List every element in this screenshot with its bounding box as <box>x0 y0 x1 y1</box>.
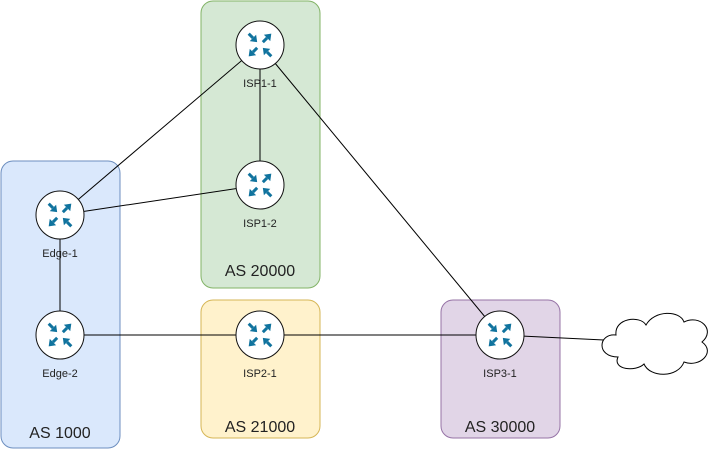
link-isp1-1-isp3-1 <box>259 44 501 336</box>
router-isp1-2[interactable]: ISP1-2 <box>235 160 285 230</box>
router-isp2-1[interactable]: ISP2-1 <box>235 310 285 380</box>
router-icon <box>475 310 525 360</box>
link-isp1-1-edge-1 <box>59 44 261 216</box>
link-edge-1-isp1-2 <box>59 184 261 216</box>
router-icon <box>235 310 285 360</box>
router-isp1-1[interactable]: ISP1-1 <box>235 20 285 90</box>
router-layer: ISP1-1 ISP1-2 Edge-1 Edge-2 ISP2-1 ISP3-… <box>35 20 525 380</box>
router-edge-1[interactable]: Edge-1 <box>35 190 85 260</box>
router-icon <box>35 310 85 360</box>
router-label: ISP3-1 <box>483 368 517 380</box>
link-layer <box>59 44 605 341</box>
router-icon <box>235 160 285 210</box>
router-edge-2[interactable]: Edge-2 <box>35 310 85 380</box>
router-icon <box>235 20 285 70</box>
cloud-icon <box>601 312 708 375</box>
as-1000-label: AS 1000 <box>29 425 90 442</box>
as-30000-label: AS 30000 <box>465 419 535 436</box>
as-layer: AS 1000 AS 20000 AS 21000 AS 30000 <box>0 0 561 449</box>
as-21000-label: AS 21000 <box>225 419 295 436</box>
as-20000-label: AS 20000 <box>225 263 295 280</box>
router-label: ISP1-2 <box>243 218 277 230</box>
router-label: ISP1-1 <box>243 78 277 90</box>
router-label: Edge-2 <box>42 368 77 380</box>
router-label: Edge-1 <box>42 248 77 260</box>
router-icon <box>35 190 85 240</box>
router-isp3-1[interactable]: ISP3-1 <box>475 310 525 380</box>
router-label: ISP2-1 <box>243 368 277 380</box>
